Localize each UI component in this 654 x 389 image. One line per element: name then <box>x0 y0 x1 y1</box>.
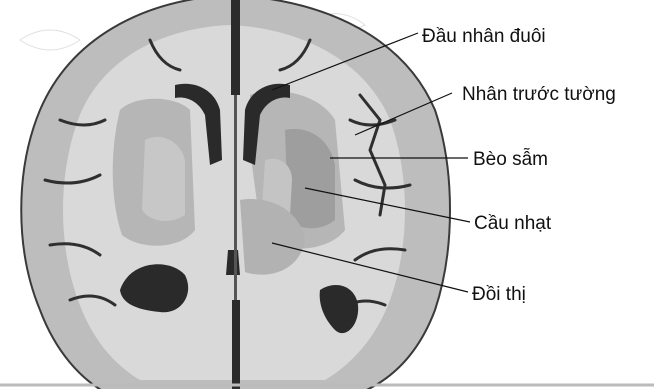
labels: Đầu nhân đuôi Nhân trước tường Bèo sẫm C… <box>422 26 616 305</box>
third-ventricle <box>226 250 240 275</box>
label-caudate-head: Đầu nhân đuôi <box>422 26 546 47</box>
label-thalamus: Đồi thị <box>472 284 526 305</box>
label-globus-pallidus: Cầu nhạt <box>474 213 552 234</box>
label-claustrum: Nhân trước tường <box>462 84 616 105</box>
left-deep-nuclei <box>113 99 195 246</box>
label-putamen: Bèo sẫm <box>473 148 548 170</box>
